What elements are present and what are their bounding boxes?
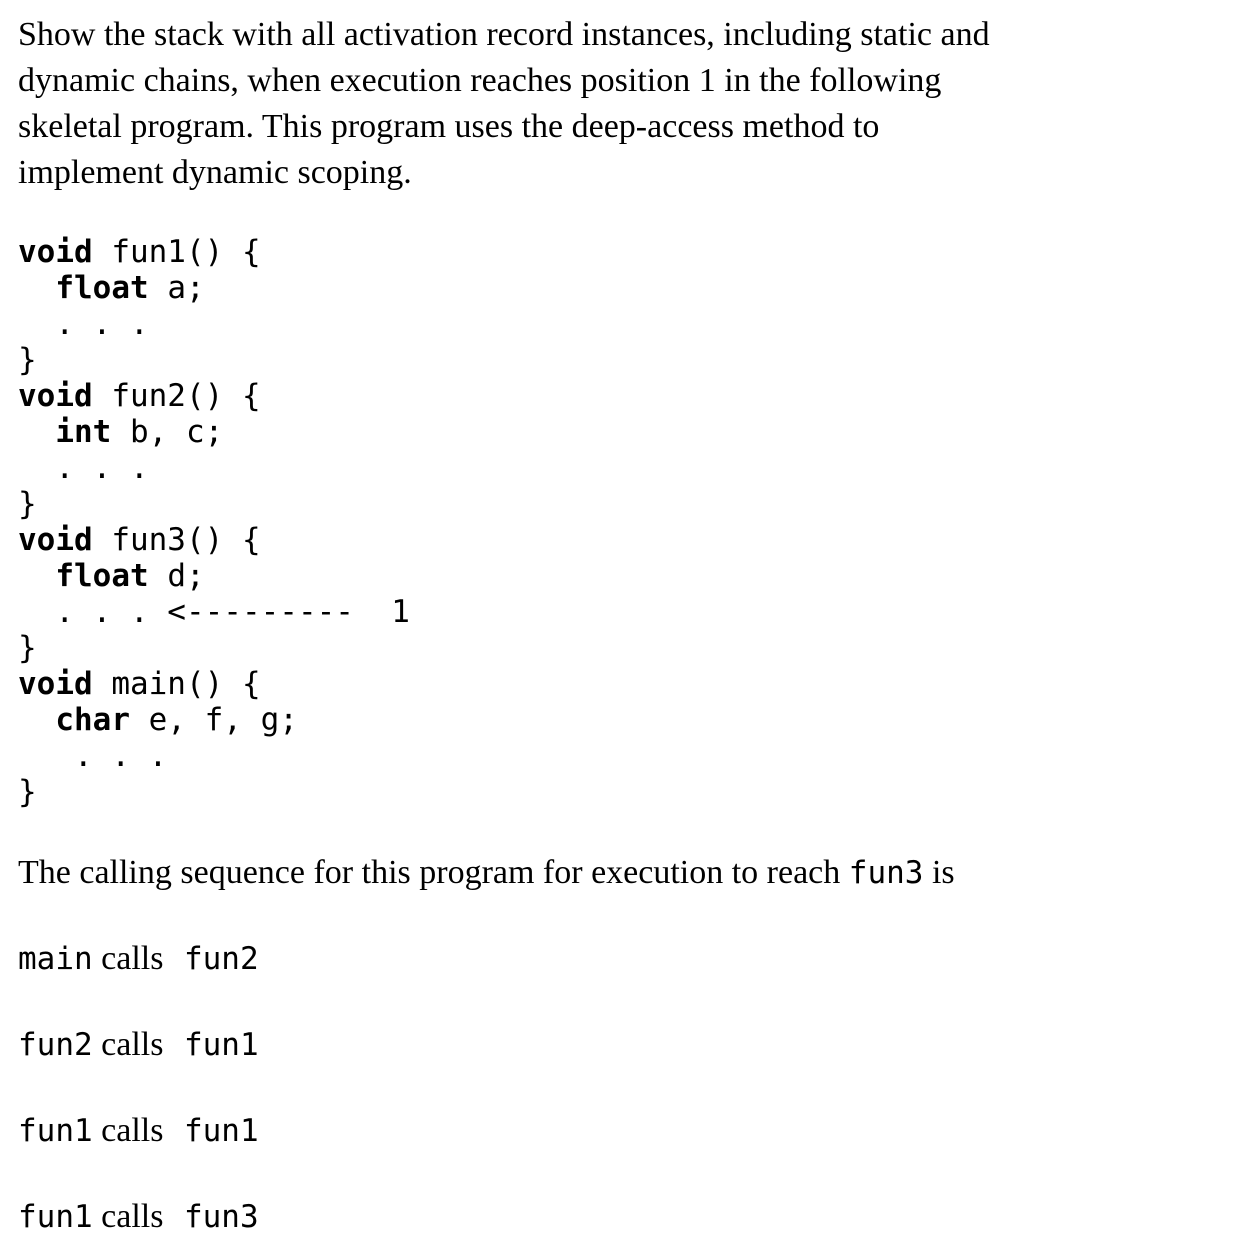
calls-word: calls [92, 1198, 172, 1235]
callee-name: fun1 [183, 1027, 259, 1063]
code-line: } [18, 630, 1230, 666]
calls-word: calls [92, 940, 172, 977]
code-text: main() { [92, 666, 261, 702]
code-text: b, c; [111, 414, 224, 450]
code-keyword: void [18, 522, 93, 558]
code-line: float a; [18, 270, 1230, 306]
code-line: . . . <--------- 1 [18, 594, 1230, 630]
caller-name: fun2 [18, 1027, 93, 1063]
code-block: void fun1() { float a; . . .}void fun2()… [18, 234, 1230, 810]
code-line: . . . [18, 738, 1230, 774]
code-text: } [18, 342, 37, 378]
code-text [18, 270, 55, 306]
code-line: } [18, 486, 1230, 522]
code-text: . . . [18, 450, 149, 486]
calls-word: calls [92, 1026, 172, 1063]
code-text: } [18, 486, 37, 522]
code-line: . . . [18, 306, 1230, 342]
code-text [18, 702, 55, 738]
call-line: fun2 calls fun1 [18, 1022, 1230, 1068]
code-text: . . . [18, 306, 149, 342]
callee-name: fun2 [183, 941, 259, 977]
code-text: } [18, 774, 37, 810]
code-keyword: float [55, 558, 149, 594]
code-keyword: void [18, 666, 93, 702]
caller-name: fun1 [18, 1113, 93, 1149]
code-text: e, f, g; [129, 702, 298, 738]
code-keyword: int [55, 414, 112, 450]
code-line: void main() { [18, 666, 1230, 702]
question-text: Show the stack with all activation recor… [18, 16, 990, 191]
caller-name: fun1 [18, 1199, 93, 1235]
code-keyword: float [55, 270, 149, 306]
call-line: fun1 calls fun1 [18, 1108, 1230, 1154]
call-line: main calls fun2 [18, 936, 1230, 982]
code-keyword: char [55, 702, 130, 738]
intro-text: is [923, 854, 955, 891]
callee-name: fun3 [183, 1199, 259, 1235]
code-line: int b, c; [18, 414, 1230, 450]
code-line: float d; [18, 558, 1230, 594]
code-line: void fun2() { [18, 378, 1230, 414]
call-line: fun1 calls fun3 [18, 1194, 1230, 1240]
code-text: fun3() { [92, 522, 261, 558]
code-text: } [18, 630, 37, 666]
code-line: } [18, 774, 1230, 810]
code-text [18, 558, 55, 594]
code-text: a; [148, 270, 205, 306]
function-name: fun3 [848, 855, 924, 891]
code-text: fun1() { [92, 234, 261, 270]
code-line: void fun3() { [18, 522, 1230, 558]
code-text [18, 414, 55, 450]
code-line: char e, f, g; [18, 702, 1230, 738]
code-keyword: void [18, 378, 93, 414]
code-line: void fun1() { [18, 234, 1230, 270]
intro-text: The calling sequence for this program fo… [18, 854, 849, 891]
code-keyword: void [18, 234, 93, 270]
calls-word: calls [92, 1112, 172, 1149]
code-line: . . . [18, 450, 1230, 486]
code-line: } [18, 342, 1230, 378]
caller-name: main [18, 941, 93, 977]
calling-sequence-intro: The calling sequence for this program fo… [18, 850, 1230, 896]
code-text: fun2() { [92, 378, 261, 414]
code-text: . . . <--------- 1 [18, 594, 410, 630]
code-text: d; [148, 558, 205, 594]
code-text: . . . [18, 738, 168, 774]
callee-name: fun1 [183, 1113, 259, 1149]
